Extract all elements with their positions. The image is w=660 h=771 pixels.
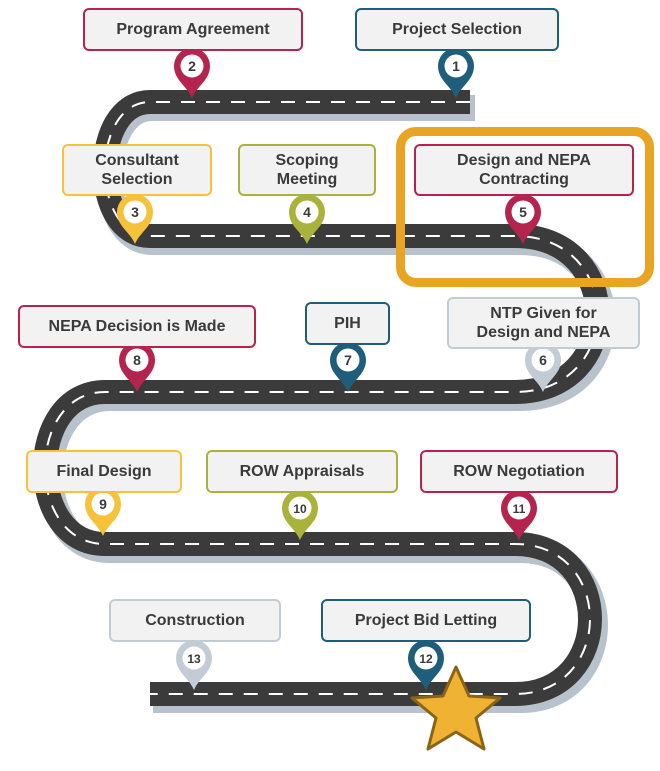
step-number-7: 7 [344,352,352,368]
step-marker-2: 2 [174,48,210,98]
step-marker-5: 5 [505,194,541,244]
step-marker-6: 6 [525,342,561,392]
pin-center [336,348,360,372]
step-label-8: NEPA Decision is Made [18,305,256,348]
pin-center [288,496,312,520]
pin-center [531,348,555,372]
step-marker-9: 9 [85,486,121,536]
step-label-12: Project Bid Letting [321,599,531,642]
step-label-13: Construction [109,599,281,642]
star-icon [410,665,502,751]
step-marker-12: 12 [408,640,444,690]
step-number-2: 2 [188,58,196,74]
step-label-2: Program Agreement [83,8,303,51]
step-label-9: Final Design [26,450,182,493]
pin-center [123,200,147,224]
step-marker-11: 11 [501,490,537,540]
step-number-8: 8 [133,352,141,368]
step-number-6: 6 [539,352,547,368]
step-label-3: Consultant Selection [62,144,212,196]
pin-center [125,348,149,372]
pin-center [444,54,468,78]
step-number-5: 5 [519,204,527,220]
highlight-frame [396,127,654,287]
pin-center [511,200,535,224]
step-number-10: 10 [293,502,307,516]
step-marker-13: 13 [176,640,212,690]
pin-center [91,492,115,516]
step-marker-10: 10 [281,489,319,540]
pin-center [182,646,206,670]
step-marker-4: 4 [289,194,325,244]
step-label-6: NTP Given for Design and NEPA [447,297,640,349]
step-label-5: Design and NEPA Contracting [414,144,634,196]
step-label-11: ROW Negotiation [420,450,618,493]
step-number-1: 1 [452,58,460,74]
pin-center [507,496,531,520]
step-label-10: ROW Appraisals [206,450,398,493]
pin-center [295,200,319,224]
step-label-7: PIH [305,302,390,345]
step-label-1: Project Selection [355,8,559,51]
step-number-9: 9 [99,496,107,512]
pin-center [180,54,204,78]
step-number-4: 4 [303,204,311,220]
step-marker-7: 7 [330,342,366,392]
step-label-4: Scoping Meeting [238,144,376,196]
step-marker-1: 1 [438,48,474,98]
step-marker-3: 3 [117,194,153,244]
step-number-13: 13 [187,652,201,666]
step-number-11: 11 [513,502,526,516]
step-marker-8: 8 [119,342,155,392]
pin-center [414,646,438,670]
step-number-3: 3 [131,204,139,220]
step-number-12: 12 [419,652,433,666]
